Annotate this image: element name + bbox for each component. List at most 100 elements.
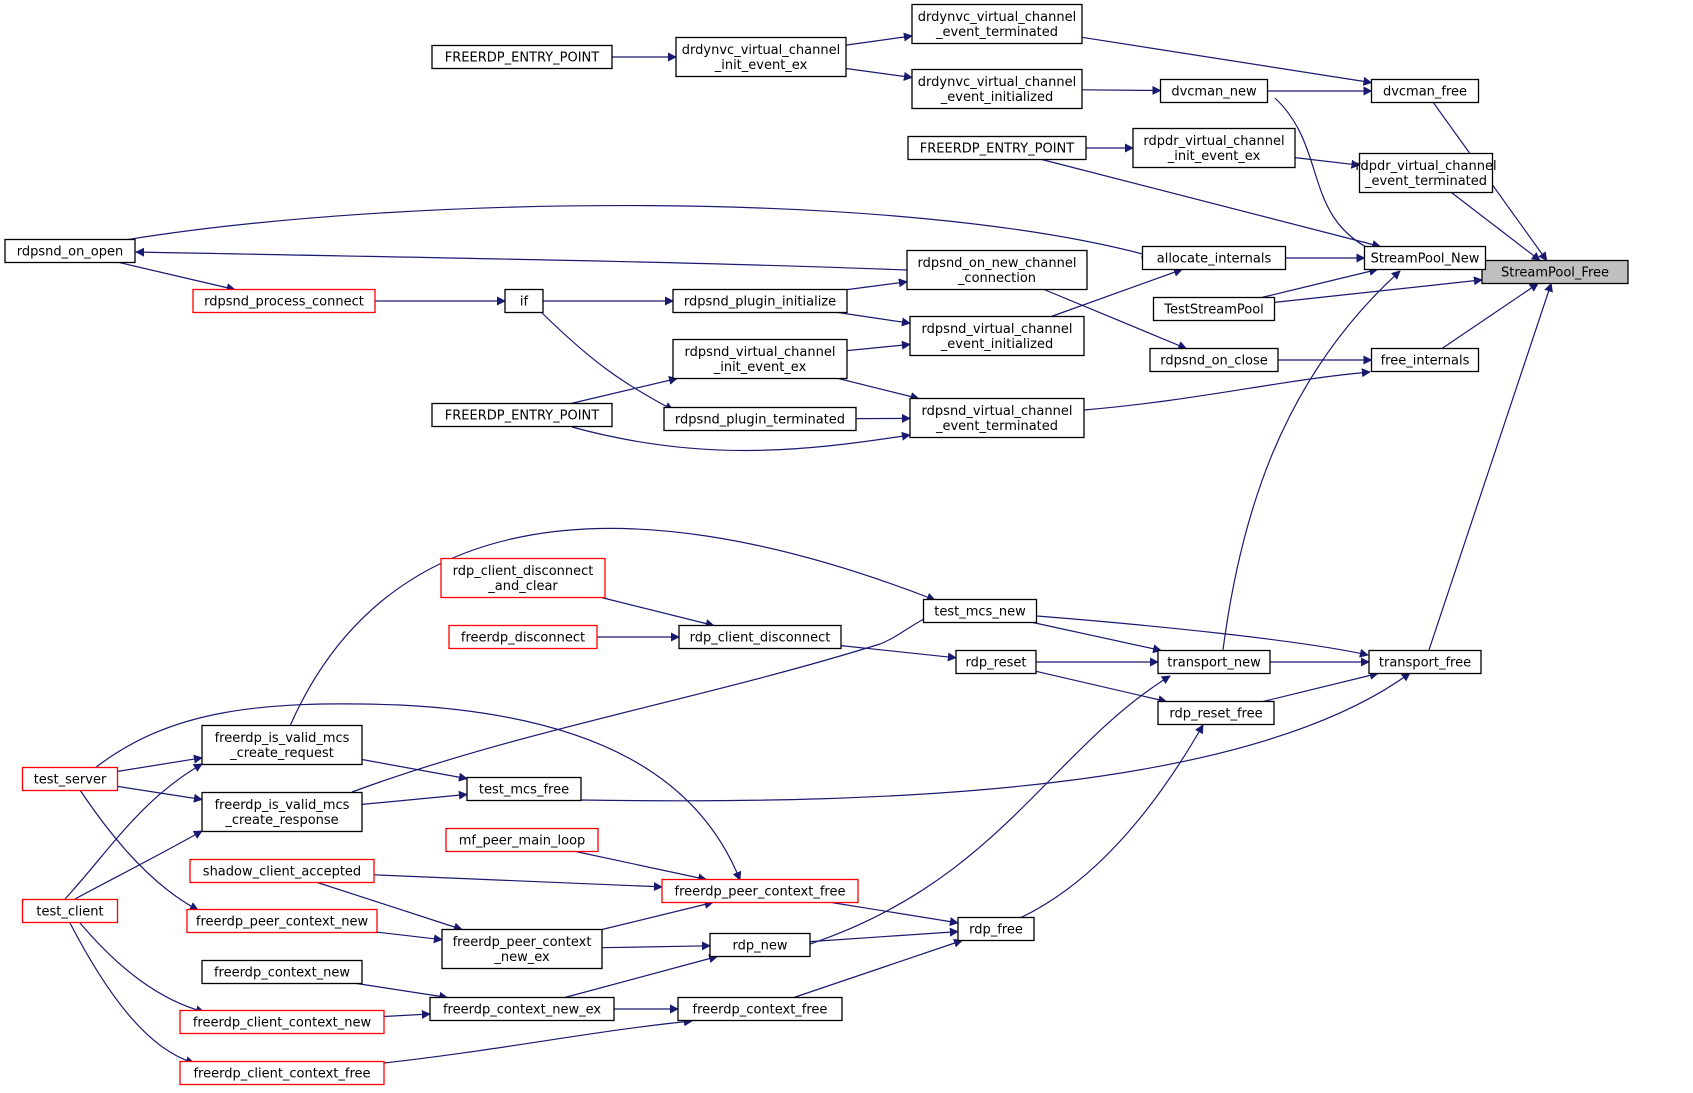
node-box[interactable] (1370, 347, 1480, 373)
node-box[interactable] (675, 36, 847, 78)
node-allocate-internals[interactable]: allocate_internals (1141, 245, 1287, 271)
node-test-server[interactable]: test_server (21, 766, 119, 792)
node-box[interactable] (709, 932, 811, 958)
node-box[interactable] (179, 1060, 385, 1086)
node-box[interactable] (4, 238, 136, 264)
node-streampool-free[interactable]: StreamPool_Free (1481, 259, 1629, 285)
node-box[interactable] (1152, 296, 1276, 322)
node-ctx-free[interactable]: freerdp_context_free (677, 996, 843, 1022)
node-rdpdr-init-ex[interactable]: rdpdr_virtual_channel_init_event_ex (1132, 127, 1296, 169)
node-rdpsnd-vc-init[interactable]: rdpsnd_virtual_channel_event_initialized (909, 315, 1085, 357)
node-dvcman-free[interactable]: dvcman_free (1370, 78, 1480, 104)
node-rdp-free[interactable]: rdp_free (957, 916, 1035, 942)
node-rdpsnd-vc-init-ex[interactable]: rdpsnd_virtual_channel_init_event_ex (672, 338, 848, 380)
node-box[interactable] (678, 624, 842, 650)
node-box[interactable] (911, 3, 1083, 45)
node-ctx-new-ex[interactable]: freerdp_context_new_ex (429, 996, 615, 1022)
node-box[interactable] (440, 557, 606, 599)
node-transport-new[interactable]: transport_new (1157, 649, 1271, 675)
node-peer-ctx-free[interactable]: freerdp_peer_context_free (661, 878, 859, 904)
node-test-mcs-free[interactable]: test_mcs_free (466, 776, 582, 802)
node-box[interactable] (907, 135, 1087, 161)
node-box[interactable] (911, 68, 1083, 110)
node-box[interactable] (661, 878, 859, 904)
node-box[interactable] (1370, 78, 1480, 104)
node-box[interactable] (672, 338, 848, 380)
node-box[interactable] (1141, 245, 1287, 271)
node-box[interactable] (441, 928, 603, 970)
node-teststreampool[interactable]: TestStreamPool (1152, 296, 1276, 322)
node-box[interactable] (466, 776, 582, 802)
node-drdynvc-init[interactable]: drdynvc_virtual_channel_event_initialize… (911, 68, 1083, 110)
node-box[interactable] (1481, 259, 1629, 285)
node-rdp-client-disc-clear[interactable]: rdp_client_disconnect_and_clear (440, 557, 606, 599)
node-box[interactable] (922, 598, 1038, 624)
node-box[interactable] (201, 724, 363, 766)
node-rdpsnd-on-close[interactable]: rdpsnd_on_close (1149, 347, 1279, 373)
node-mf-peer-main-loop[interactable]: mf_peer_main_loop (445, 827, 599, 853)
node-box[interactable] (431, 402, 613, 428)
node-rdpsnd-process-connect[interactable]: rdpsnd_process_connect (192, 288, 376, 314)
node-rdp-reset-free[interactable]: rdp_reset_free (1157, 700, 1275, 726)
node-fep1[interactable]: FREERDP_ENTRY_POINT (431, 44, 613, 70)
node-box[interactable] (1358, 152, 1494, 194)
node-ctx-new[interactable]: freerdp_context_new (201, 959, 363, 985)
node-box[interactable] (957, 916, 1035, 942)
node-box[interactable] (189, 858, 375, 884)
node-rdpsnd-plugin-term[interactable]: rdpsnd_plugin_terminated (663, 406, 857, 432)
node-box[interactable] (909, 397, 1085, 439)
node-box[interactable] (21, 766, 119, 792)
node-fep3[interactable]: FREERDP_ENTRY_POINT (431, 402, 613, 428)
node-shadow-client-accepted[interactable]: shadow_client_accepted (189, 858, 375, 884)
node-rdpdr-vc-term[interactable]: rdpdr_virtual_channel_event_terminated (1355, 152, 1497, 194)
node-valid-mcs-req[interactable]: freerdp_is_valid_mcs_create_request (201, 724, 363, 766)
node-box[interactable] (504, 288, 544, 314)
node-box[interactable] (201, 959, 363, 985)
node-box[interactable] (1363, 245, 1487, 271)
node-rdpsnd-plugin-init[interactable]: rdpsnd_plugin_initialize (672, 288, 848, 314)
node-valid-mcs-resp[interactable]: freerdp_is_valid_mcs_create_response (201, 791, 363, 833)
node-box[interactable] (1159, 78, 1269, 104)
node-dvcman-new[interactable]: dvcman_new (1159, 78, 1269, 104)
node-freerdp-disconnect[interactable]: freerdp_disconnect (448, 624, 598, 650)
node-box[interactable] (431, 44, 613, 70)
node-box[interactable] (1149, 347, 1279, 373)
node-transport-free[interactable]: transport_free (1368, 649, 1482, 675)
node-box[interactable] (445, 827, 599, 853)
node-box[interactable] (179, 1009, 385, 1035)
node-if[interactable]: if (504, 288, 544, 314)
node-box[interactable] (663, 406, 857, 432)
node-box[interactable] (429, 996, 615, 1022)
node-client-ctx-free[interactable]: freerdp_client_context_free (179, 1060, 385, 1086)
node-peer-ctx-new[interactable]: freerdp_peer_context_new (186, 908, 378, 934)
node-rdp-new[interactable]: rdp_new (709, 932, 811, 958)
node-box[interactable] (909, 315, 1085, 357)
node-box[interactable] (201, 791, 363, 833)
node-test-client[interactable]: test_client (21, 898, 119, 924)
node-box[interactable] (672, 288, 848, 314)
node-box[interactable] (21, 898, 119, 924)
node-fep2[interactable]: FREERDP_ENTRY_POINT (907, 135, 1087, 161)
node-drdynvc-init-ex[interactable]: drdynvc_virtual_channel_init_event_ex (675, 36, 847, 78)
node-box[interactable] (186, 908, 378, 934)
node-drdynvc-term[interactable]: drdynvc_virtual_channel_event_terminated (911, 3, 1083, 45)
node-rdpsnd-on-open[interactable]: rdpsnd_on_open (4, 238, 136, 264)
node-rdp-reset[interactable]: rdp_reset (955, 649, 1037, 675)
node-rdpsnd-on-new-channel[interactable]: rdpsnd_on_new_channel_connection (906, 249, 1088, 291)
node-box[interactable] (955, 649, 1037, 675)
node-test-mcs-new[interactable]: test_mcs_new (922, 598, 1038, 624)
node-rdpsnd-vc-term[interactable]: rdpsnd_virtual_channel_event_terminated (909, 397, 1085, 439)
node-box[interactable] (1157, 700, 1275, 726)
node-streampool-new[interactable]: StreamPool_New (1363, 245, 1487, 271)
node-client-ctx-new[interactable]: freerdp_client_context_new (179, 1009, 385, 1035)
node-rdp-client-disconnect[interactable]: rdp_client_disconnect (678, 624, 842, 650)
node-box[interactable] (1368, 649, 1482, 675)
node-box[interactable] (1157, 649, 1271, 675)
node-peer-ctx-new-ex[interactable]: freerdp_peer_context_new_ex (441, 928, 603, 970)
node-box[interactable] (1132, 127, 1296, 169)
node-box[interactable] (906, 249, 1088, 291)
node-box[interactable] (677, 996, 843, 1022)
node-box[interactable] (192, 288, 376, 314)
node-free-internals[interactable]: free_internals (1370, 347, 1480, 373)
node-box[interactable] (448, 624, 598, 650)
